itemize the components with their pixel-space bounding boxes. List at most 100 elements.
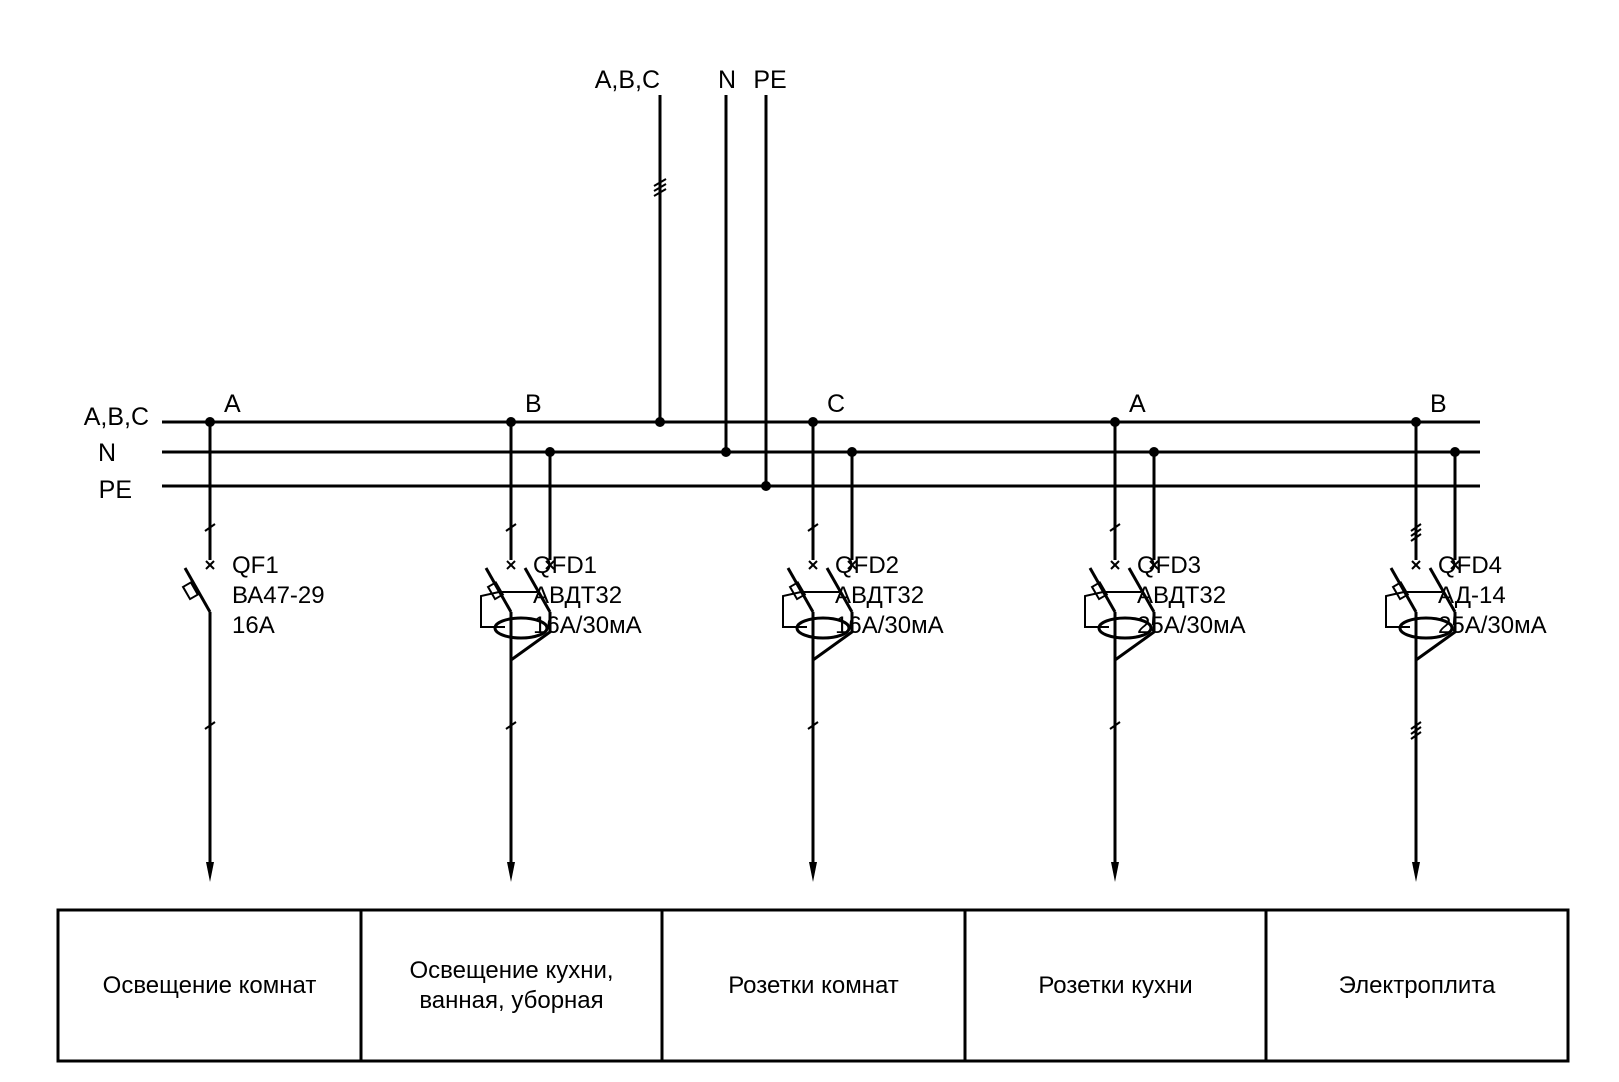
load-cell-4: Розетки кухни [963,910,1193,1061]
breaker-model: АВДТ32 [533,582,622,609]
load-name: Электроплита [1339,972,1496,999]
breaker-designation: QFD1 [533,552,597,579]
breaker-designation: QFD3 [1137,552,1201,579]
branch-phase-label: A [224,390,241,418]
neutral-contact-mark [1450,560,1460,570]
outgoing-wire-mark [505,721,517,730]
load-name-line: ванная, уборная [419,987,603,1014]
branch-phase-label: B [525,390,542,418]
supply-wire-mark [1410,523,1422,542]
rcd-test-circuit [782,591,807,628]
contact-x-stroke [1110,560,1120,570]
wire-count-tick [1410,523,1422,532]
breaker-model: АД-14 [1438,582,1506,609]
load-table-frame [56,908,1570,1063]
outgoing-arrow [1111,862,1119,882]
breaker-designation: QFD4 [1438,552,1502,579]
rcd-current-transformer [795,616,851,640]
wire-count-tick [505,721,517,730]
rcd-phase-blade [1389,567,1418,613]
bus-phases-label: A,B,C [84,403,149,431]
wire-count-tick [1109,721,1121,730]
breaker-model: АВДТ32 [835,582,924,609]
contact-x-stroke [847,560,857,570]
rcd-test-circuit [1385,591,1410,628]
load-name: Освещение комнат [103,972,317,999]
rcd-current-transformer [1097,616,1153,640]
load-name: Розетки кухни [1038,972,1192,999]
rcd-neutral-return [1415,612,1457,662]
wire-count-tick [1410,726,1422,735]
wire-count-tick [1410,533,1422,542]
load-name-line: Розетки кухни [1038,972,1192,999]
rcd-neutral-blade [1428,567,1457,613]
load-cell-5: Электроплита [1264,910,1496,1061]
phase-contact-mark [808,560,818,570]
feed-phases-label: A,B,C [595,66,660,94]
outgoing-arrow [1412,862,1420,882]
rcd-phase-blade [786,567,815,613]
neutral-contact-mark [545,560,555,570]
breaker-model: АВДТ32 [1137,582,1226,609]
neutral-contact-mark [847,560,857,570]
supply-wire-mark [1109,523,1121,532]
breaker-designation: QF1 [232,552,279,579]
supply-wire-mark [505,523,517,532]
wire-count-tick [1410,528,1422,537]
wire-count-tick [505,523,517,532]
rcd-current-transformer [493,616,549,640]
outgoing-arrow [809,862,817,882]
wire-count-tick [1109,523,1121,532]
load-cell-2: Освещение кухни,ванная, уборная [359,910,614,1061]
wire-count-tick [1410,721,1422,730]
branch-phase-label: A [1129,390,1146,418]
outgoing-wire-mark [1109,721,1121,730]
load-cell-1: Освещение комнат [103,972,317,999]
outgoing-arrow [507,862,515,882]
contact-x-stroke [205,560,215,570]
phase-contact-mark [1110,560,1120,570]
contact-x-stroke [1411,560,1421,570]
outgoing-arrow [206,862,214,882]
neutral-contact-mark [1149,560,1159,570]
rcd-test-circuit [480,591,505,628]
phase-contact-mark [205,560,215,570]
contact-x-stroke [1450,560,1460,570]
outgoing-wire-mark [1410,721,1422,740]
contact-x-stroke [1149,560,1159,570]
branches: AQF1ВА47-2916АBQFD1АВДТ3216А/30мАCQFD2АВ… [181,390,1547,882]
rcd-phase-blade [1088,567,1117,613]
phase-contact-mark [506,560,516,570]
branch-phase-label: C [827,390,845,418]
bus-pe-label: PE [99,476,132,504]
load-name: Розетки комнат [728,972,899,999]
breaker-model: ВА47-29 [232,582,325,609]
load-name-line: Освещение комнат [103,972,317,999]
busbars: A,B,C N PE [84,403,1480,504]
load-cell-3: Розетки комнат [660,910,899,1061]
wire-count-tick [807,721,819,730]
outgoing-wire-mark [204,721,216,730]
supply-wire-mark [204,523,216,532]
rcd-neutral-blade [1127,567,1156,613]
rcd-neutral-blade [825,567,854,613]
feed-three-wire-mark [653,178,667,197]
breaker-switch-blade [183,567,212,613]
phase-contact-mark [1411,560,1421,570]
breaker-trip-element [181,581,200,601]
bus-n-label: N [98,439,116,467]
rcd-phase-blade [484,567,513,613]
wire-count-tick [807,523,819,532]
wire-count-tick [204,721,216,730]
load-name-line: Розетки комнат [728,972,899,999]
branch-phase-label: B [1430,390,1447,418]
feed-pe-label: PE [753,66,786,94]
rcd-neutral-return [812,612,854,662]
incoming-feed: A,B,C N PE [595,66,787,491]
wire-count-tick [1410,731,1422,740]
